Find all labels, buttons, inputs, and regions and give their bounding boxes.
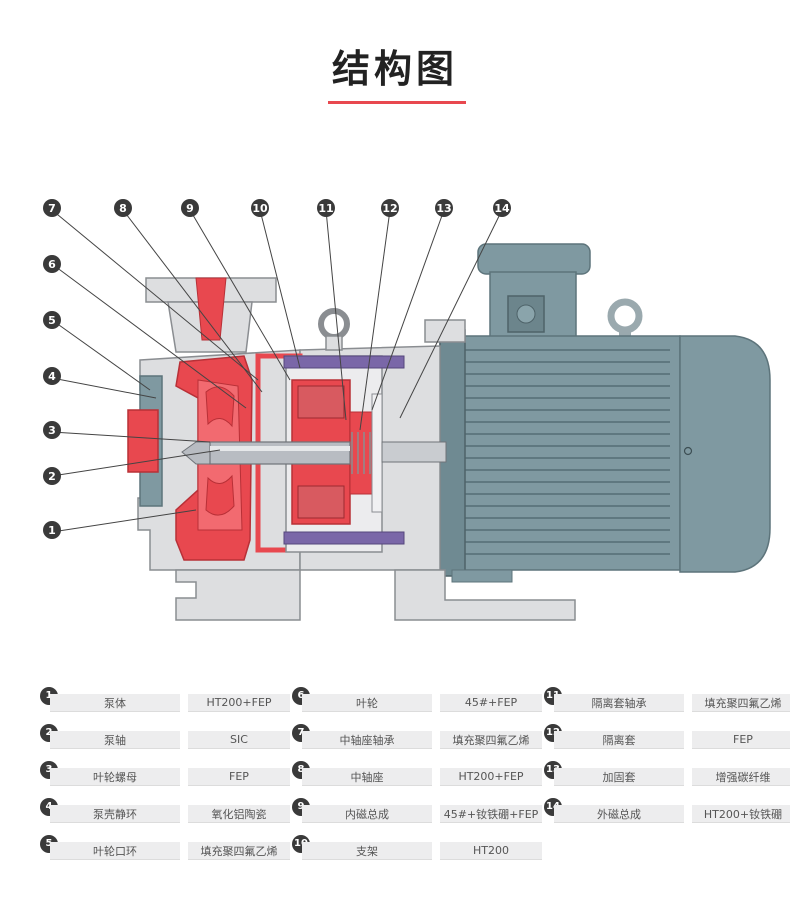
legend-material: HT200+FEP: [188, 694, 290, 712]
svg-text:10: 10: [252, 202, 268, 215]
callout-3: 3: [43, 421, 61, 439]
motor-shaft: [381, 441, 447, 463]
svg-text:12: 12: [382, 202, 397, 215]
legend-material: 45#+钕铁硼+FEP: [440, 805, 542, 823]
svg-text:14: 14: [494, 202, 510, 215]
bracket-base-foot: [394, 569, 576, 621]
svg-text:4: 4: [48, 370, 56, 383]
pump-base-foot: [175, 569, 301, 621]
svg-text:13: 13: [436, 202, 451, 215]
legend-material: HT200+FEP: [440, 768, 542, 786]
bracket-lifting-eye: [318, 308, 350, 340]
motor-body: [439, 335, 681, 571]
svg-text:3: 3: [48, 424, 56, 437]
legend-part-name: 中轴座: [302, 768, 432, 786]
legend-material: HT200: [440, 842, 542, 860]
motor-terminal-box: [477, 243, 591, 275]
title-underline: [328, 101, 466, 104]
motor-cooling-fins: [465, 349, 670, 555]
bracket-bolt: [424, 319, 466, 343]
legend-material: 45#+FEP: [440, 694, 542, 712]
callout-9: 9: [181, 199, 199, 217]
motor-foot: [451, 569, 513, 583]
legend-material: 氧化铝陶瓷: [188, 805, 290, 823]
callout-badges: 7 8 9 10 11 12 13 14 6 5 4 3 2 1: [43, 199, 511, 539]
legend-part-name: 支架: [302, 842, 432, 860]
page-title: 结构图: [331, 47, 458, 91]
motor-lifting-eye: [607, 298, 643, 334]
legend-material: 增强碳纤维: [692, 768, 790, 786]
svg-text:9: 9: [186, 202, 194, 215]
legend-material: SIC: [188, 731, 290, 749]
svg-text:11: 11: [318, 202, 333, 215]
callout-10: 10: [251, 199, 269, 217]
impeller-blade-bottom: [205, 474, 235, 516]
callout-13: 13: [435, 199, 453, 217]
legend-part-name: 泵壳静环: [50, 805, 180, 823]
callout-11: 11: [317, 199, 335, 217]
legend-part-name: 内磁总成: [302, 805, 432, 823]
outer-magnet-top: [283, 355, 405, 369]
legend-part-name: 隔离套: [554, 731, 684, 749]
callout-1: 1: [43, 521, 61, 539]
legend-material: 填充聚四氟乙烯: [692, 694, 790, 712]
callout-5: 5: [43, 311, 61, 329]
legend-material: FEP: [188, 768, 290, 786]
impeller-blade-top: [205, 386, 235, 428]
legend-material: HT200+钕铁硼: [692, 805, 790, 823]
callout-12: 12: [381, 199, 399, 217]
svg-text:2: 2: [48, 470, 56, 483]
legend-part-name: 隔离套轴承: [554, 694, 684, 712]
callout-14: 14: [493, 199, 511, 217]
svg-text:7: 7: [48, 202, 56, 215]
reinforcement-sleeve: [371, 393, 383, 513]
legend-part-name: 叶轮口环: [50, 842, 180, 860]
legend-part-name: 泵轴: [50, 731, 180, 749]
svg-text:1: 1: [48, 524, 56, 537]
callout-8: 8: [114, 199, 132, 217]
pump-cross-section-diagram: 7 8 9 10 11 12 13 14 6 5 4 3 2 1: [43, 199, 771, 621]
legend-part-name: 叶轮螺母: [50, 768, 180, 786]
callout-4: 4: [43, 367, 61, 385]
parts-legend: 1 泵体 HT200+FEP 2 泵轴 SIC 3 叶轮螺母 FEP 4 泵壳静…: [0, 684, 790, 874]
svg-text:5: 5: [48, 314, 56, 327]
legend-material: 填充聚四氟乙烯: [188, 842, 290, 860]
inner-magnet-core-top: [297, 385, 345, 419]
legend-material: FEP: [692, 731, 790, 749]
motor-fan-cover: [679, 335, 771, 573]
callout-leaders: [51, 209, 503, 533]
legend-part-name: 泵体: [50, 694, 180, 712]
pump-shaft: [181, 432, 447, 474]
svg-text:6: 6: [48, 258, 56, 271]
legend-part-name: 外磁总成: [554, 805, 684, 823]
callout-6: 6: [43, 255, 61, 273]
callout-2: 2: [43, 467, 61, 485]
shaft-highlight: [210, 446, 350, 451]
callout-7: 7: [43, 199, 61, 217]
outer-magnet-bottom: [283, 531, 405, 545]
legend-part-name: 加固套: [554, 768, 684, 786]
outlet-lining: [195, 277, 227, 341]
svg-text:8: 8: [119, 202, 127, 215]
legend-part-name: 叶轮: [302, 694, 432, 712]
motor: [439, 243, 771, 583]
legend-part-name: 中轴座轴承: [302, 731, 432, 749]
legend-material: 填充聚四氟乙烯: [440, 731, 542, 749]
inner-magnet-core-bottom: [297, 485, 345, 519]
shaft: [209, 441, 351, 465]
